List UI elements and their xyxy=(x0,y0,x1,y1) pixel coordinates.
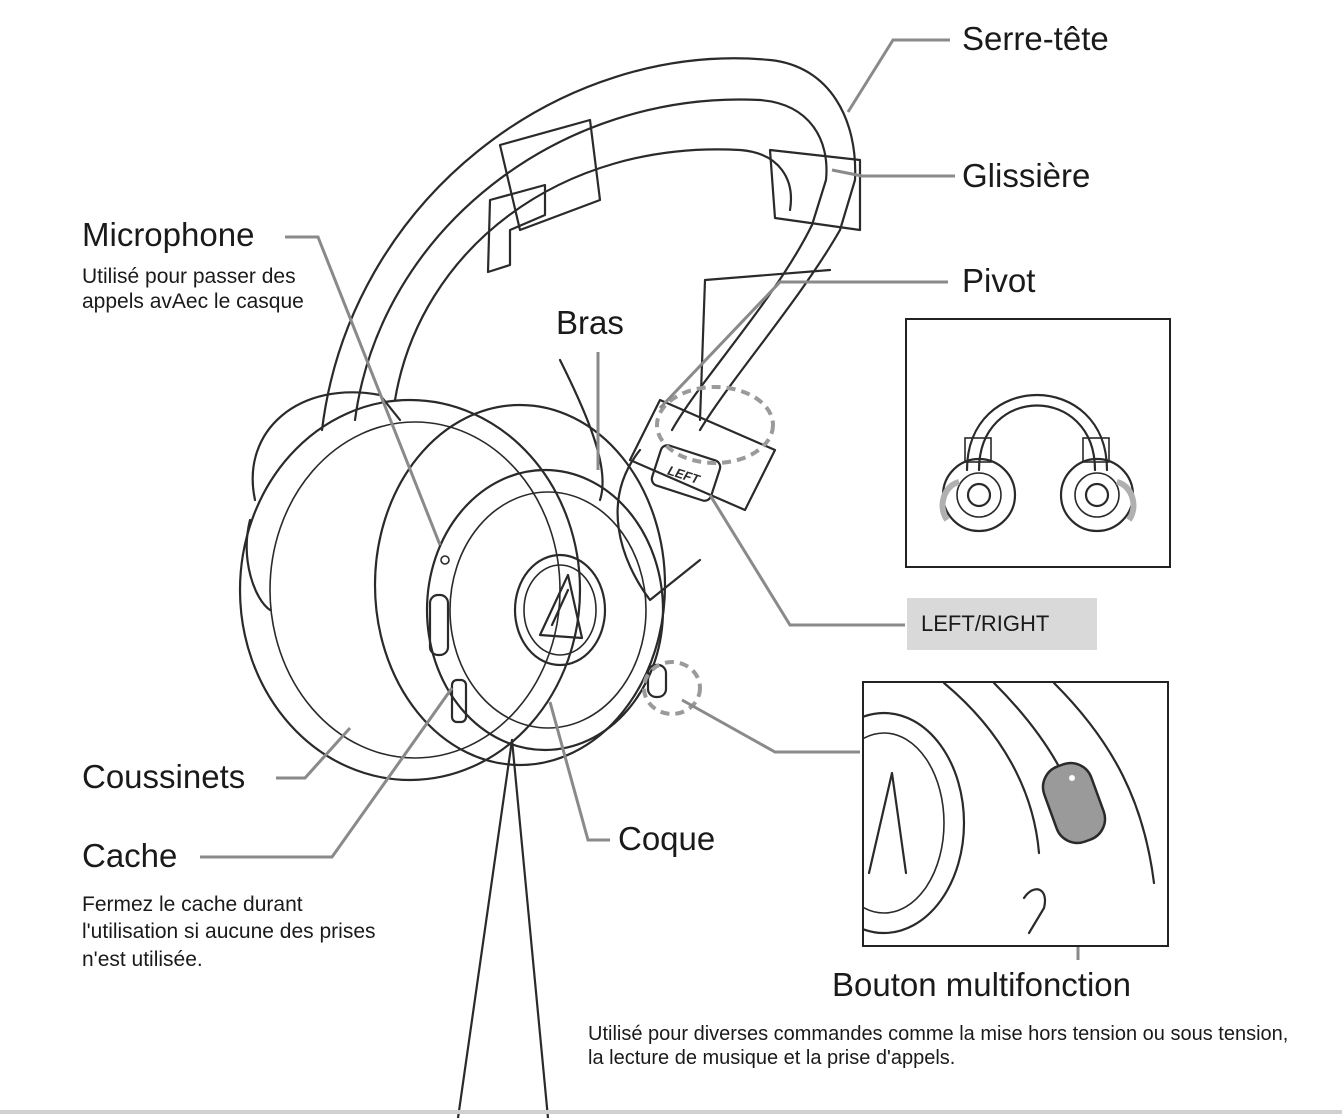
microphone-description: Utilisé pour passer des appels avAec le … xyxy=(82,265,304,314)
multifunction-button-inset xyxy=(862,681,1169,947)
left-right-label: LEFT/RIGHT xyxy=(921,611,1050,636)
coussinets-label: Coussinets xyxy=(82,758,246,795)
coque-label: Coque xyxy=(618,820,716,857)
microphone-label: Microphone xyxy=(82,216,255,253)
pivot-label: Pivot xyxy=(962,262,1036,299)
multifunction-button-inset-illustration xyxy=(864,683,1156,935)
cache-label: Cache xyxy=(82,837,178,874)
left-right-tag: LEFT/RIGHT xyxy=(907,598,1097,650)
cache-description: Fermez le cache durant l'utilisation si … xyxy=(82,893,376,971)
pivot-inset xyxy=(905,318,1171,568)
bras-label: Bras xyxy=(556,304,624,341)
serre-tete-label: Serre-tête xyxy=(962,20,1109,57)
pivot-inset-illustration xyxy=(939,394,1137,533)
bouton-multifonction-description: Utilisé pour diverses commandes comme la… xyxy=(588,1023,1289,1069)
glissiere-label: Glissière xyxy=(962,157,1091,194)
bouton-multifonction-label: Bouton multifonction xyxy=(832,966,1132,1003)
